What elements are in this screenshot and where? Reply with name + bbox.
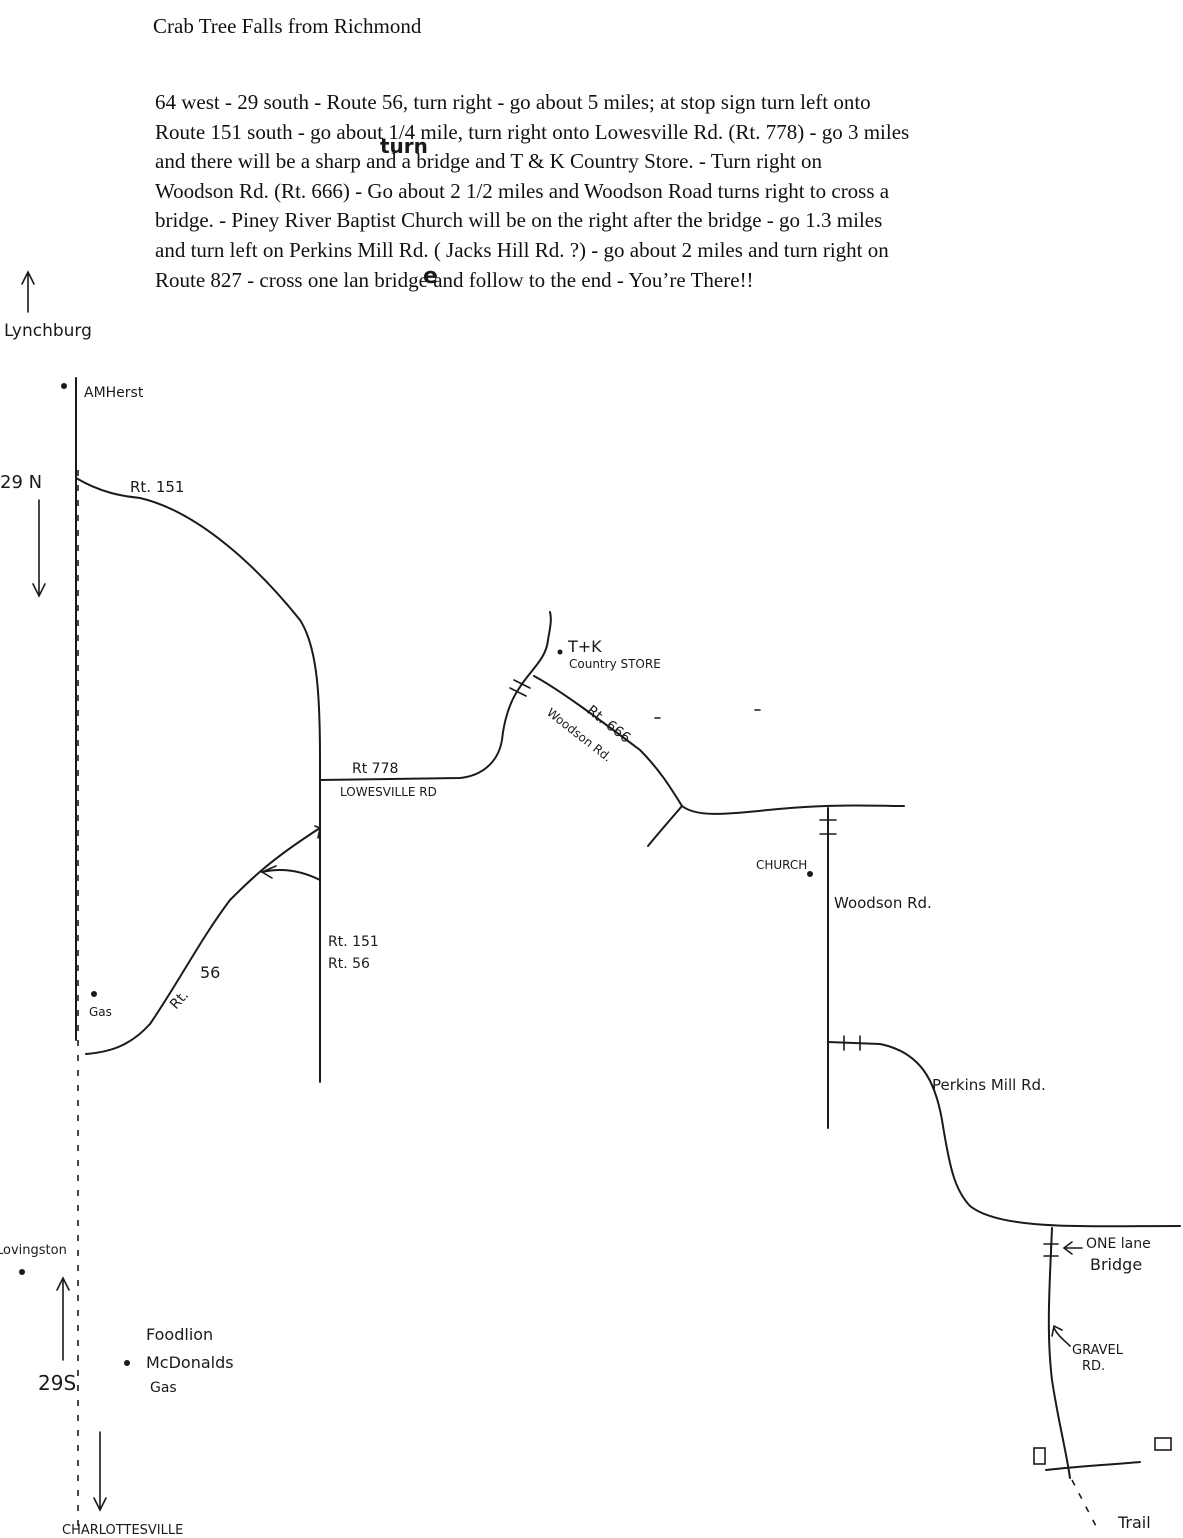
bridge-marker-icon: [819, 819, 837, 835]
trail-label: Trail: [1117, 1513, 1151, 1532]
route-151-label: Rt. 151: [130, 478, 184, 496]
arrow-up-icon: [56, 1276, 70, 1361]
gas-label: Gas: [89, 1005, 112, 1019]
cabin-icon: [1033, 1447, 1046, 1465]
cabin-icon: [1154, 1437, 1172, 1451]
woodson-road-label: Woodson Rd.: [834, 894, 932, 912]
route-29n-label: 29 N: [0, 472, 42, 493]
route-827-gravel-road: [1047, 1227, 1071, 1479]
arrow-down-icon: [93, 1431, 107, 1512]
route-151-56-label: Rt. 151: [328, 934, 379, 950]
route-56-road: [85, 827, 321, 1055]
arrow-icon: [260, 865, 277, 879]
tk-store-dot: [557, 649, 563, 655]
mcdonalds-label: McDonalds: [146, 1353, 234, 1372]
amherst-label: AMHerst: [84, 385, 144, 401]
trail-end-road: [1045, 1461, 1141, 1471]
one-lane-bridge-label: ONE lane: [1086, 1236, 1151, 1252]
one-lane-bridge-icon: [1043, 1243, 1059, 1257]
one-lane-bridge-label: Bridge: [1090, 1255, 1142, 1274]
arrow-down-icon: [32, 499, 46, 598]
bridge-marker-icon: [509, 679, 531, 697]
perkins-mill-label: Perkins Mill Rd.: [932, 1076, 1046, 1094]
gravel-road-label: RD.: [1082, 1359, 1105, 1374]
tk-store-label: T+K: [567, 637, 602, 656]
route-56-number-label: 56: [200, 963, 220, 982]
route-29s-label: 29S: [38, 1371, 76, 1395]
handwritten-turn-insert: turn: [380, 134, 428, 158]
lynchburg-label: Lynchburg: [4, 321, 92, 341]
church-label: CHURCH: [756, 858, 807, 872]
directions-line: Route 827 - cross one lan bridge and fol…: [155, 267, 754, 292]
directions-line: Woodson Rd. (Rt. 666) - Go about 2 1/2 m…: [155, 178, 890, 203]
directions-line: and turn left on Perkins Mill Rd. ( Jack…: [155, 237, 889, 262]
directions-line: bridge. - Piney River Baptist Church wil…: [155, 208, 883, 233]
bridge-marker-icon: [843, 1035, 861, 1051]
route-778-label: Rt 778: [352, 761, 398, 777]
directions-line: Route 151 south - go about 1/4 mile, tur…: [155, 119, 910, 144]
gas-label: Gas: [150, 1380, 177, 1396]
directions-line: and there will be a sharp and a bridge a…: [155, 149, 823, 174]
arrow-up-icon: [21, 270, 35, 313]
arrow-icon: [314, 825, 321, 839]
foodlion-dot: [124, 1360, 130, 1366]
lovingston-dot: [19, 1269, 25, 1275]
amherst-dot: [61, 383, 67, 389]
foodlion-label: Foodlion: [146, 1325, 213, 1344]
lowesville-road-label: LOWESVILLE RD: [340, 785, 437, 799]
route-151-road: [75, 477, 321, 1083]
directions-text: 64 west - 29 south - Route 56, turn righ…: [155, 88, 1085, 295]
gravel-road-label: GRAVEL: [1072, 1343, 1124, 1358]
tk-store-label: Country STORE: [569, 657, 661, 671]
perkins-mill-road: [827, 1041, 1181, 1228]
side-road: [647, 805, 683, 847]
arrow-icon: [1051, 1324, 1071, 1347]
handwritten-e-insert: e: [423, 264, 438, 289]
lowesville-road: [319, 611, 552, 781]
charlottesville-label: CHARLOTTESVILLE: [62, 1523, 183, 1538]
route-56-loop-road: [261, 869, 321, 881]
lovingston-label: Lovingston: [0, 1243, 67, 1258]
trail-dashed: [1071, 1479, 1099, 1531]
directions-line: 64 west - 29 south - Route 56, turn righ…: [155, 90, 871, 114]
church-dot: [807, 871, 813, 877]
gas-dot: [91, 991, 97, 997]
document-title: Crab Tree Falls from Richmond: [153, 14, 422, 38]
arrow-icon: [1062, 1241, 1083, 1255]
route-151-56-label: Rt. 56: [328, 956, 370, 972]
